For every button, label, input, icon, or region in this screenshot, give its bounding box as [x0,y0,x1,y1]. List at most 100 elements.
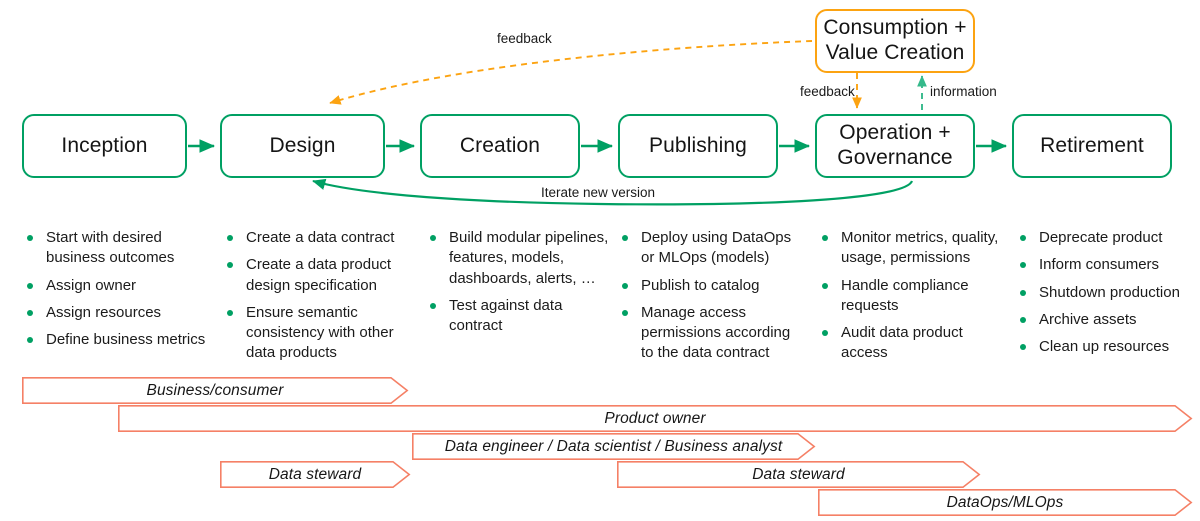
bullet-dot-icon [1020,316,1026,323]
stage-label-inception: Inception [61,133,148,157]
bullet-dot-icon [27,337,33,343]
bullet-dot-icon [622,282,628,289]
list-item: Create a data contract [225,228,415,248]
bullet-dot-icon [430,302,436,309]
list-item-label: Handle compliance requests [841,276,969,314]
edge-label-information: information [930,84,997,99]
stage-label-publishing: Publishing [649,133,747,157]
activity-list-design: Create a data contract Create a data pro… [225,228,415,371]
list-item-label: Shutdown production [1039,283,1180,301]
list-item-label: Deploy using DataOps or MLOps (models) [641,229,792,267]
activity-list-creation: Build modular pipelines, features, model… [428,228,610,343]
role-bar-label: DataOps/MLOps [946,493,1064,511]
list-item-label: Assign owner [46,276,137,294]
list-item-label: Create a data contract [246,229,395,246]
bullet-dot-icon [622,309,628,316]
list-item: Clean up resources [1018,337,1198,357]
stage-box-creation[interactable]: Creation [420,114,580,178]
role-bar-shape [220,461,411,488]
list-item: Manage access permissions according to t… [620,303,805,364]
list-item-label: Assign resources [46,303,162,321]
bullet-dot-icon [822,282,828,289]
bullet-dot-icon [27,282,33,289]
role-bar-business-consumer[interactable]: Business/consumer [22,377,409,404]
role-bar-product-owner[interactable]: Product owner [118,405,1193,432]
feedback-long-arrow [329,40,813,105]
list-item: Start with desired business outcomes [25,228,210,269]
bullet-dot-icon [227,309,233,316]
edge-label-feedback-short: feedback [800,84,855,99]
activity-list-publishing: Deploy using DataOps or MLOps (models) P… [620,228,805,371]
list-item: Inform consumers [1018,255,1198,275]
list-item-label: Manage access permissions according to t… [641,303,791,362]
bullet-dot-icon [227,235,233,241]
list-item-label: Build modular pipelines, features, model… [449,229,609,287]
role-bar-shape [118,405,1193,432]
bullet-dot-icon [1020,262,1026,269]
stage-label-operation-governance: Operation + Governance [837,121,953,169]
list-item: Test against data contract [428,296,610,337]
role-bar-label: Business/consumer [146,381,284,399]
role-bar-label: Data steward [752,465,845,483]
list-item: Build modular pipelines, features, model… [428,228,610,289]
list-item-label: Start with desired business outcomes [46,229,175,267]
stage-label-retirement: Retirement [1040,133,1144,157]
role-bar-shape [818,489,1193,516]
bullet-dot-icon [822,330,828,336]
list-item-label: Define business metrics [46,331,206,348]
stage-label-consumption-value-creation: Consumption + Value Creation [823,16,967,64]
list-item-label: Audit data product access [841,324,963,362]
list-item: Handle compliance requests [820,276,1000,317]
stage-box-consumption-value-creation[interactable]: Consumption + Value Creation [815,9,975,73]
list-item: Audit data product access [820,323,1000,364]
bullet-dot-icon [27,309,33,316]
stage-box-design[interactable]: Design [220,114,385,178]
edge-label-feedback-long: feedback [497,31,552,46]
role-bar-data-engineer-scientist-analyst[interactable]: Data engineer / Data scientist / Busines… [412,433,816,460]
list-item: Deploy using DataOps or MLOps (models) [620,228,805,269]
list-item-label: Monitor metrics, quality, usage, permiss… [841,229,999,267]
bullet-dot-icon [622,235,628,241]
bullet-dot-icon [822,235,828,241]
list-item-label: Test against data contract [449,296,563,334]
list-item: Create a data product design specificati… [225,255,415,296]
role-bar-data-steward-operation[interactable]: Data steward [617,461,981,488]
list-item: Shutdown production [1018,283,1198,303]
role-bar-data-steward-design[interactable]: Data steward [220,461,411,488]
bullet-dot-icon [227,262,233,269]
list-item-label: Clean up resources [1039,338,1170,355]
role-bar-shape [617,461,981,488]
activity-list-inception: Start with desired business outcomes Ass… [25,228,210,357]
list-item: Deprecate product [1018,228,1198,248]
bullet-dot-icon [1020,235,1026,241]
activity-list-operation: Monitor metrics, quality, usage, permiss… [820,228,1000,371]
list-item-label: Archive assets [1039,310,1137,328]
list-item: Ensure semantic consistency with other d… [225,303,415,364]
role-bar-shape [412,433,816,460]
role-bar-shape [22,377,409,404]
bullet-dot-icon [430,235,436,241]
role-bar-label: Data steward [268,465,362,483]
list-item-label: Inform consumers [1039,256,1160,274]
list-item-label: Create a data product design specificati… [246,256,392,294]
list-item-label: Deprecate product [1039,229,1163,246]
list-item-label: Ensure semantic consistency with other d… [246,303,394,362]
list-item-label: Publish to catalog [641,276,760,294]
bullet-dot-icon [1020,289,1026,296]
stage-label-design: Design [269,133,336,157]
list-item: Assign owner [25,276,210,296]
stage-label-creation: Creation [459,133,541,157]
stage-box-inception[interactable]: Inception [22,114,187,178]
bullet-dot-icon [27,235,33,241]
stage-box-operation-governance[interactable]: Operation + Governance [815,114,975,178]
role-bar-label: Product owner [604,409,706,427]
list-item: Assign resources [25,303,210,323]
bullet-dot-icon [1020,344,1026,350]
role-bar-dataops-mlops[interactable]: DataOps/MLOps [818,489,1193,516]
stage-box-publishing[interactable]: Publishing [618,114,778,178]
list-item: Archive assets [1018,310,1198,330]
stage-box-retirement[interactable]: Retirement [1012,114,1172,178]
list-item: Define business metrics [25,330,210,350]
list-item: Monitor metrics, quality, usage, permiss… [820,228,1000,269]
